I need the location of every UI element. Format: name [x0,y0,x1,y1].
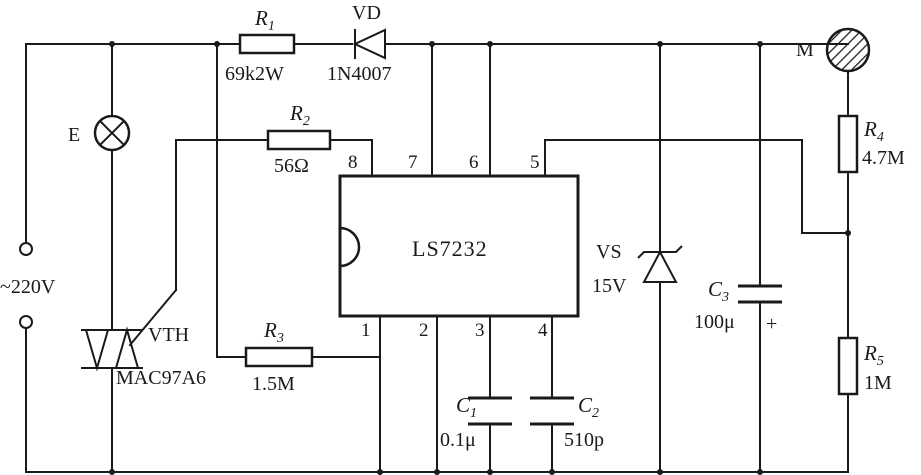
ic-ls7232: LS7232 1 2 3 4 5 6 7 8 [338,152,580,341]
resistor-r5: R5 1M [837,336,892,396]
svg-text:C3: C3 [708,277,729,305]
r5-value: 1M [864,372,892,394]
resistor-r4: R4 4.7M [837,114,905,174]
diode-vd: VD 1N4007 [327,2,391,85]
r3-index: 3 [276,331,284,346]
r1-designator: R [254,6,268,30]
r3-value: 1.5M [252,373,295,395]
svg-text:C1: C1 [456,393,477,421]
r4-designator: R [863,117,877,141]
r1-index: 1 [268,19,275,34]
touch-electrode-m: M [796,27,871,73]
c2-index: 2 [592,406,599,421]
supply-terminals: ~220V [0,242,56,329]
c3-designator: C [708,277,723,301]
r5-index: 5 [877,354,884,369]
zener-vs: VS 15V [592,241,683,297]
c1-value: 0.1μ [440,429,476,451]
resistor-r1: R1 69k2W [225,6,296,85]
triac-vth: VTH MAC97A6 [81,324,206,389]
svg-text:R1: R1 [254,6,275,34]
lamp-e: E [68,114,131,152]
r5-designator: R [863,341,877,365]
capacitor-c2: C2 510p [530,393,604,451]
junctions [109,41,851,475]
c1-index: 1 [470,406,477,421]
c3-value: 100μ [694,311,735,333]
r4-value: 4.7M [862,147,905,169]
c2-value: 510p [564,429,604,451]
resistor-r3: R3 1.5M [244,318,314,395]
pin-3-label: 3 [475,320,485,341]
r4-index: 4 [877,130,884,145]
r2-value: 56Ω [274,155,309,177]
triac-designator: VTH [148,324,189,346]
pin-2-label: 2 [419,320,429,341]
vd-designator: VD [352,2,381,24]
r2-index: 2 [303,114,310,129]
vs-designator: VS [596,241,622,263]
c3-polarity: + [766,313,777,335]
svg-text:R2: R2 [289,101,310,129]
r1-value: 69k2W [225,63,284,85]
pin-6-label: 6 [469,152,479,173]
svg-text:R5: R5 [863,341,884,369]
pin-7-label: 7 [408,152,418,173]
pin-5-label: 5 [530,152,540,173]
capacitor-c3: C3 100μ + [694,277,782,335]
pin-4-label: 4 [538,320,548,341]
svg-text:R3: R3 [263,318,284,346]
capacitor-c1: C1 0.1μ [440,393,512,451]
triac-value: MAC97A6 [116,367,206,389]
pin-1-label: 1 [361,320,371,341]
lamp-designator: E [68,124,80,146]
supply-label: ~220V [0,276,56,298]
c1-designator: C [456,393,471,417]
r3-designator: R [263,318,277,342]
vd-value: 1N4007 [327,63,391,85]
svg-text:C2: C2 [578,393,599,421]
svg-text:R4: R4 [863,117,884,145]
c3-index: 3 [721,290,729,305]
resistor-r2: R2 56Ω [266,101,332,177]
ic-notch [339,226,361,268]
vs-value: 15V [592,275,627,297]
touch-designator: M [796,39,814,61]
c2-designator: C [578,393,593,417]
wiring [25,43,849,473]
ic-name: LS7232 [412,236,488,261]
pin-8-label: 8 [348,152,358,173]
r2-designator: R [289,101,303,125]
